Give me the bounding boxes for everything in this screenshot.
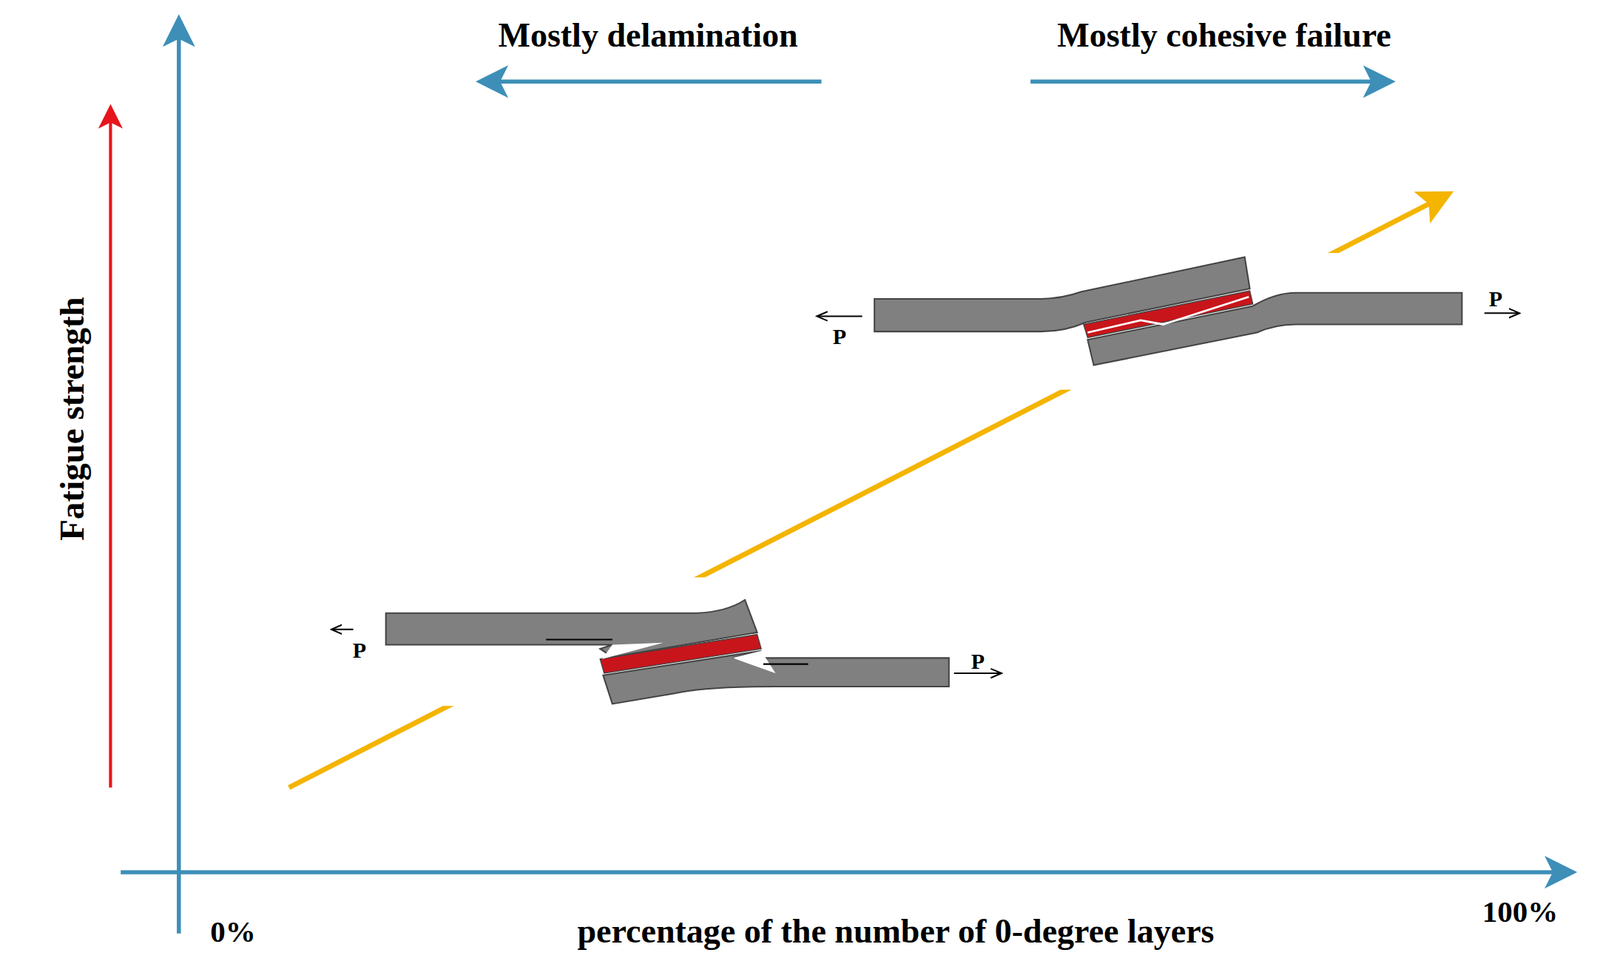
y-axis: [176, 22, 182, 933]
axis-tick: 0%: [210, 916, 256, 947]
region-label: Mostly cohesive failure: [1057, 18, 1391, 53]
axis-tick: 100%: [1482, 896, 1559, 927]
x-axis: [120, 869, 1569, 875]
delamination-joint: [332, 576, 1001, 706]
axis-title: Fatigue strength: [54, 296, 90, 540]
increase-arrow: [108, 110, 112, 788]
direction-arrow: [1030, 79, 1388, 85]
load-label: P: [352, 639, 367, 662]
load-label: P: [832, 325, 847, 348]
cohesive-failure-joint: [818, 252, 1518, 390]
direction-arrow: [483, 79, 822, 85]
load-label: P: [971, 650, 985, 673]
axis-title: percentage of the number of 0-degree lay…: [576, 914, 1214, 949]
region-label: Mostly delamination: [497, 18, 798, 53]
load-label: P: [1489, 287, 1503, 310]
